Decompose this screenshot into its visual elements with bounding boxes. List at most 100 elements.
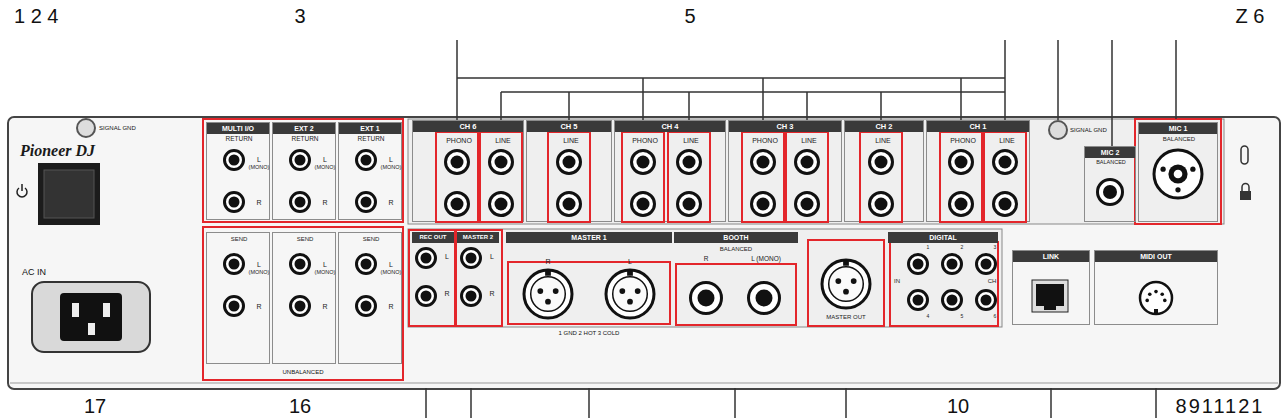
phone-jack [977,291,996,310]
phone-jack [870,151,893,174]
jack-hole [999,198,1012,211]
jack-hole [947,259,958,270]
brand-logo: Pioneer DJ [20,143,95,159]
jack-label: LINE [769,137,849,144]
din-pin [1148,292,1152,296]
section-heading: CH 6 [413,121,523,132]
jack-ring [752,151,775,174]
input-jack-frame: LINE [547,131,591,223]
phone-jack [691,283,722,314]
phone-jack [943,255,962,274]
jack-ring [796,151,819,174]
jack-ring [1098,180,1123,205]
jack-label: LINE [843,137,923,144]
phone-jack [462,249,481,268]
section-heading: CH 5 [527,121,611,132]
connector-section: BOOTHBALANCEDRL (MONO) [674,232,798,324]
ac-pin [103,303,110,317]
phone-jack [977,255,996,274]
jack-hole [563,156,576,169]
jack-ring [291,297,310,316]
power-switch [38,163,100,225]
ethernet-port-tab [1044,306,1056,310]
padlock-icon [1240,191,1251,200]
jack-ring [632,151,655,174]
jack-ring [632,193,655,216]
callout-number: 5 [590,6,790,26]
xlr-connector [822,260,870,308]
din-pin [1154,290,1158,294]
ac-pin [88,323,95,335]
phone-jack [357,255,376,274]
jack-hole [563,198,576,211]
connector-section: MASTER 2LR [457,232,499,324]
jack-ring [909,255,928,274]
panel-label: AC IN [22,268,46,277]
phone-jack [678,151,701,174]
jack-label: R [285,199,365,206]
jack-hole [495,198,508,211]
callout-number: 10 [858,396,1058,416]
input-jack-frame: LINE [785,131,829,223]
callout-highlight [808,240,884,326]
jack-label: RETURN [331,136,411,143]
xlr-face [829,267,864,302]
connector-section: LINECH 5 [526,120,612,222]
jack-hole [801,156,814,169]
jack-hole [451,156,464,169]
panel-label: SIGNAL GND [99,125,136,131]
jack-label: R [508,258,588,265]
jack-hole [295,155,306,166]
section-heading: LINK [1013,251,1089,262]
jack-label: L [351,261,431,268]
phone-jack [1098,180,1123,205]
section-heading: BOOTH [674,232,798,243]
callout-highlight [508,262,670,324]
section-heading: MASTER 2 [457,232,499,243]
connector-section: EXT 2RETURNL(MONO)R [272,122,336,220]
xlr-shell [524,270,572,318]
jack-label: (MONO) [351,270,431,276]
security-slot [1241,146,1248,164]
padlock-shackle [1242,184,1249,192]
jacks [225,150,1203,318]
jack-label: L [452,253,532,260]
leader-lines [426,388,1156,418]
jack-label: LINE [967,137,1047,144]
jack-hole [361,301,372,312]
jack-ring [950,151,973,174]
xlr-pin [835,278,841,284]
jack-label: PHONO [923,137,1003,144]
jack-hole [421,253,432,264]
din-shell [1140,282,1172,314]
input-jack-frame: PHONO [939,131,983,223]
din-key [1154,309,1158,313]
phone-jack [558,151,581,174]
connector-section: MIC 1BALANCED [1138,122,1218,222]
jack-hole [466,253,477,264]
callout-highlights [203,119,1221,380]
phone-jack [909,255,928,274]
phone-jack [225,297,244,316]
jack-label: RETURN [199,136,279,143]
phone-jack [225,151,244,170]
jack-hole [757,156,770,169]
connector-section: LINK [1012,250,1090,325]
phone-jack [558,193,581,216]
jack-ring [796,193,819,216]
connector-section: MIDI OUT [1094,250,1218,325]
jack-label: L [285,261,365,268]
xlr-pin [619,288,625,294]
jack-hole [683,156,696,169]
jack-hole [955,156,968,169]
input-jack-frame: LINE [859,131,903,223]
jack-label: PHONO [725,137,805,144]
callout-highlight [409,230,455,326]
ac-inlet [32,282,150,352]
callout-highlight [456,230,502,326]
jack-label: SEND [265,236,345,242]
jack-hole [981,259,992,270]
jack-label: L [351,156,431,163]
jack-ring [752,193,775,216]
phone-jack [417,249,436,268]
